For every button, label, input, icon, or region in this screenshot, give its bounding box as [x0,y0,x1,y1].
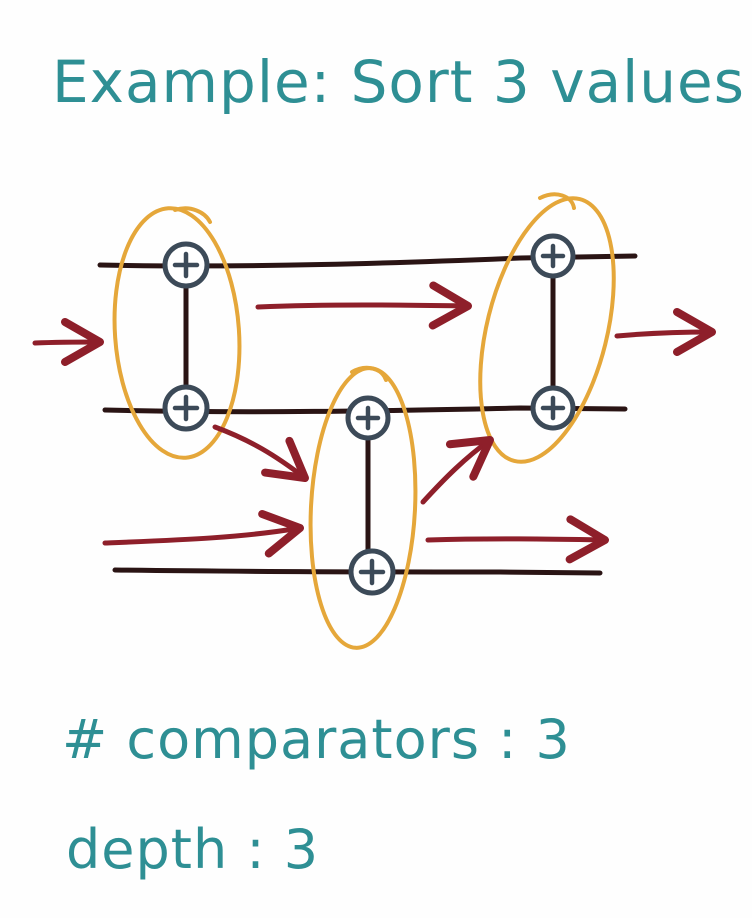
wire-3 [112,567,603,576]
comparators-label: # comparators [62,708,480,771]
arrow-right-icon [255,281,472,330]
comparator-links [183,275,556,555]
comparator-ellipse-icon [350,365,388,382]
depth-separator: : [228,818,284,881]
comparators-separator: : [479,708,536,771]
comparator-ellipse-icon [112,206,242,460]
depth-stat: depth : 3 [66,818,319,881]
plus-circle-icon [530,233,576,279]
comparators-stat: # comparators : 3 [62,708,571,771]
depth-value: 3 [283,818,320,881]
page-title: Example: Sort 3 values [52,48,745,116]
depth-label: depth [66,818,229,881]
arrow-right-icon [32,318,104,367]
comparator-ellipse-icon [478,196,616,464]
arrow-right-icon [425,515,609,564]
comparator-groups [112,192,616,650]
plus-circle-icon [348,548,396,596]
arrow-right-icon [212,424,309,482]
plus-circle-icon [162,384,210,432]
flow-arrows [32,281,716,564]
plus-circle-icon [162,241,210,289]
plus-circle-icon [530,385,576,431]
arrow-right-icon [614,308,716,357]
arrow-right-icon [102,510,304,558]
comparator-nodes [162,233,576,596]
arrow-right-icon [420,436,494,505]
comparator-ellipse-icon [173,206,212,224]
comparator-ellipse-icon [538,192,576,210]
plus-circle-icon [345,395,391,441]
comparators-value: 3 [535,708,571,771]
